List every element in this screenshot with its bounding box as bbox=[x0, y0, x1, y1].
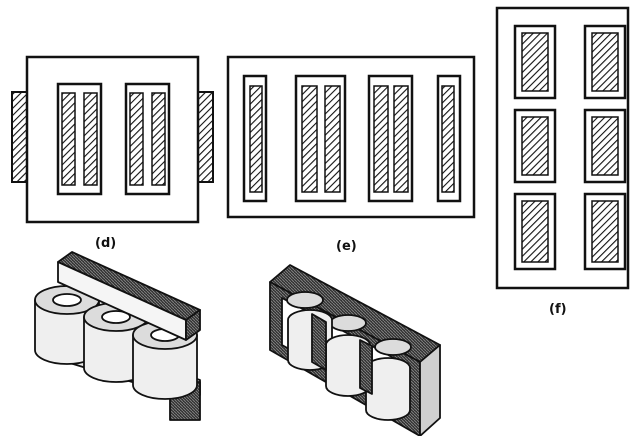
label-d: (d) bbox=[95, 236, 116, 251]
diagram-f: (f) bbox=[495, 6, 630, 317]
outer-coil-right bbox=[196, 91, 214, 183]
diagram-e: (e) bbox=[226, 55, 476, 254]
core-frame-e bbox=[226, 55, 476, 219]
window-f-4 bbox=[583, 108, 627, 184]
window-f-3 bbox=[513, 108, 557, 184]
coil-e-2a bbox=[301, 85, 318, 193]
coil-e-3a bbox=[373, 85, 389, 193]
isometric-core-type-transformer bbox=[34, 251, 201, 421]
window-f-6 bbox=[583, 192, 627, 271]
outer-coil-left bbox=[11, 91, 29, 183]
coil-d-left-b bbox=[83, 92, 98, 186]
coil-e-4 bbox=[441, 85, 455, 193]
core-frame-d bbox=[25, 55, 200, 224]
coil-d-right-b bbox=[151, 92, 166, 186]
label-f: (f) bbox=[549, 302, 567, 317]
coil-e-1 bbox=[249, 85, 263, 193]
coil-e-2b bbox=[324, 85, 341, 193]
coil-e-3b bbox=[393, 85, 409, 193]
window-f-1 bbox=[513, 24, 557, 100]
label-e: (e) bbox=[336, 239, 357, 254]
isometric-shell-type-transformer bbox=[269, 264, 441, 436]
coil-d-right-a bbox=[129, 92, 144, 186]
diagram-d: (d) bbox=[11, 55, 214, 251]
coil-d-left-a bbox=[61, 92, 76, 186]
window-f-2 bbox=[583, 24, 627, 100]
window-f-5 bbox=[513, 192, 557, 271]
